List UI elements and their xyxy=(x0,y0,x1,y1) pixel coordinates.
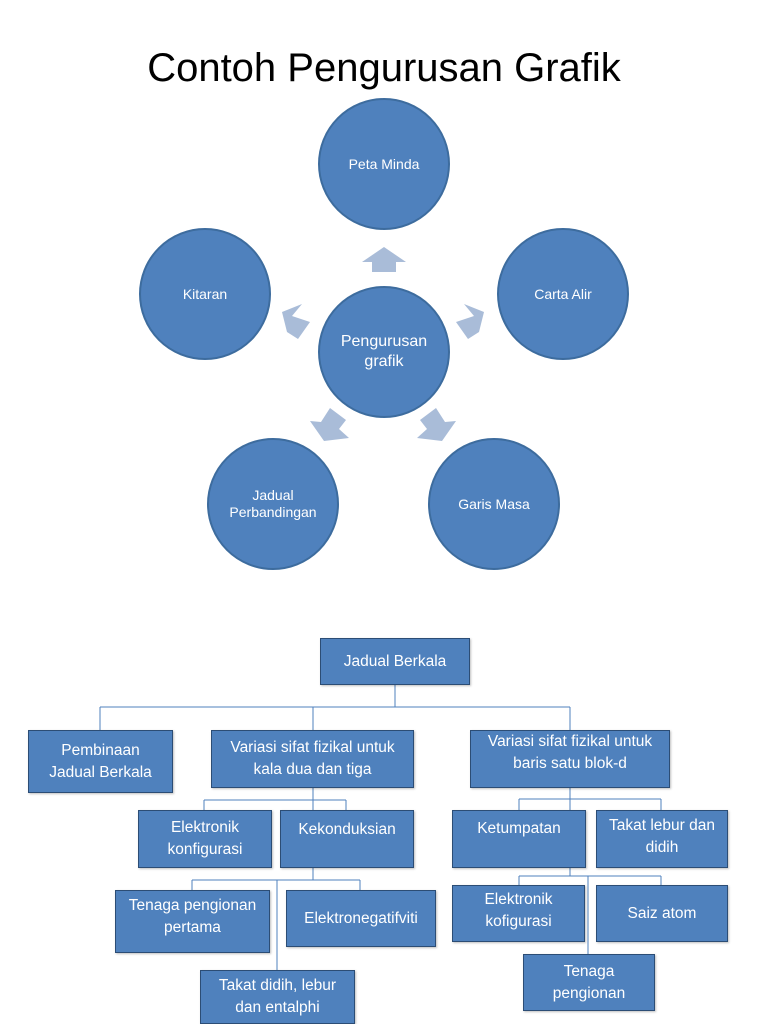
arrow-right xyxy=(456,304,484,339)
tree-node-saiz-atom: Saiz atom xyxy=(596,885,728,942)
tree-node-elektronik-kofigurasi: Elektronik kofigurasi xyxy=(452,885,585,942)
node-peta-minda: Peta Minda xyxy=(318,98,450,230)
node-pengurusan-grafik: Pengurusan grafik xyxy=(318,286,450,418)
tree-node-takat-didih: Takat didih, lebur dan entalphi xyxy=(200,970,355,1024)
node-carta-alir: Carta Alir xyxy=(497,228,629,360)
cycle-arrows xyxy=(282,247,484,441)
node-garis-masa: Garis Masa xyxy=(428,438,560,570)
tree-node-pembinaan: Pembinaan Jadual Berkala xyxy=(28,730,173,793)
arrow-up xyxy=(362,247,406,272)
tree-node-elektronegatifviti: Elektronegatifviti xyxy=(286,890,436,947)
tree-node-variasi-blok-d: Variasi sifat fizikal untuk baris satu b… xyxy=(470,730,670,788)
arrow-left xyxy=(282,304,310,339)
arrow-bottom-right xyxy=(417,408,456,441)
tree-node-takat-lebur: Takat lebur dan didih xyxy=(596,810,728,868)
tree-node-tenaga-pengionan: Tenaga pengionan xyxy=(523,954,655,1011)
tree-node-jadual-berkala: Jadual Berkala xyxy=(320,638,470,685)
tree-node-tenaga-pengionan-pertama: Tenaga pengionan pertama xyxy=(115,890,270,953)
arrow-bottom-left xyxy=(310,408,349,441)
tree-node-kekonduksian: Kekonduksian xyxy=(280,810,414,868)
tree-node-elektronik-konfigurasi: Elektronik konfigurasi xyxy=(138,810,272,868)
tree-node-variasi-kala-dua-tiga: Variasi sifat fizikal untuk kala dua dan… xyxy=(211,730,414,788)
node-jadual-perbandingan: Jadual Perbandingan xyxy=(207,438,339,570)
node-kitaran: Kitaran xyxy=(139,228,271,360)
page-title: Contoh Pengurusan Grafik xyxy=(147,46,621,90)
tree-node-ketumpatan: Ketumpatan xyxy=(452,810,586,868)
